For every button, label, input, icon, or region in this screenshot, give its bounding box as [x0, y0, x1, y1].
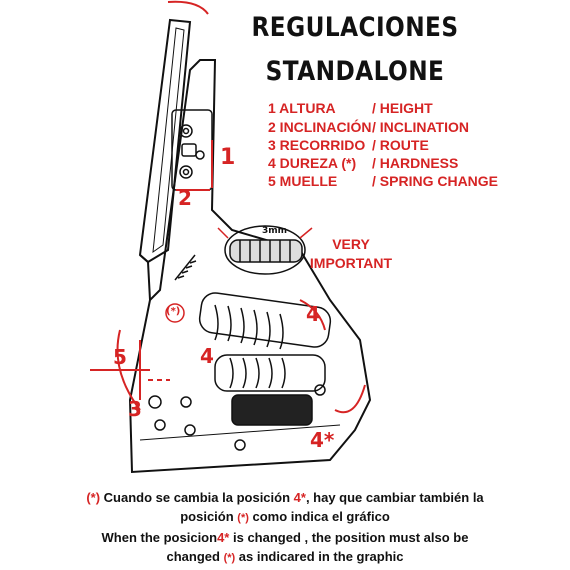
note-en-mark: (*)	[223, 552, 236, 564]
note-es-text2: , hay que cambiar también la	[305, 490, 484, 505]
legend-es: 5 MUELLE	[268, 173, 338, 189]
spring-damper	[198, 292, 332, 426]
legend-es: 2 INCLINACIÓN	[268, 119, 372, 135]
legend-es: 1 ALTURA	[268, 100, 336, 116]
label-3: 3	[128, 397, 142, 421]
callout-very-important: VERY IMPORTANT	[306, 235, 396, 273]
note-es-text4: como indica el gráfico	[248, 509, 390, 524]
legend-es: 3 RECORRIDO	[268, 137, 366, 153]
legend-en: / HARDNESS	[372, 155, 459, 171]
legend-row: 4 DUREZA (*) / HARDNESS	[268, 155, 458, 171]
label-4star: 4*	[310, 428, 335, 452]
note-es-pos: 4*	[293, 490, 306, 505]
legend-en: / SPRING CHANGE	[372, 173, 499, 189]
legend-en: / INCLINATION	[372, 119, 469, 135]
label-2: 2	[178, 186, 192, 210]
legend-row: 3 RECORRIDO / ROUTE	[268, 137, 429, 153]
callout-spring	[217, 225, 313, 275]
note-es-text1: Cuando se cambia la posición	[100, 490, 294, 505]
note-en-text1: When the posicion	[101, 530, 218, 545]
legend-row: 5 MUELLE / SPRING CHANGE	[268, 173, 498, 189]
note-en-text4: as indicared in the graphic	[235, 549, 404, 564]
note-en-pos: 4*	[217, 530, 230, 545]
label-asterisk: (*)	[166, 306, 181, 317]
pedal-arm	[138, 18, 192, 301]
base-holes	[148, 384, 326, 451]
page-title: REGULACIONES	[251, 12, 459, 43]
note-en-text2: is changed , the position must also be	[229, 530, 469, 545]
note-en-line1: When the posicion4* is changed , the pos…	[0, 528, 570, 548]
note-en-line2: changed (*) as indicared in the graphic	[0, 547, 570, 568]
legend-row: 1 ALTURA / HEIGHT	[268, 100, 433, 116]
note-es-line2: posición (*) como indica el gráfico	[0, 507, 570, 528]
legend-en: / HEIGHT	[372, 100, 433, 116]
callout-measure: 3mm	[262, 226, 288, 236]
note-es-mark2: (*)	[237, 512, 249, 524]
adjust-screw	[165, 254, 197, 323]
callout-line1: VERY	[332, 236, 370, 252]
legend-en: / ROUTE	[372, 137, 429, 153]
note-es-mark: (*)	[86, 490, 101, 505]
note-en-text3: changed	[166, 549, 224, 564]
callout-line2: IMPORTANT	[309, 255, 393, 271]
legend-row: 2 INCLINACIÓN/ INCLINATION	[268, 119, 469, 135]
note-es-line1: (*) Cuando se cambia la posición 4*, hay…	[0, 488, 570, 508]
legend-es: 4 DUREZA (*)	[268, 155, 357, 171]
label-5: 5	[113, 345, 127, 369]
label-1: 1	[220, 145, 236, 170]
red-arrows	[90, 0, 366, 414]
note-es-text3: posición	[180, 509, 238, 524]
label-4a: 4	[200, 344, 214, 368]
page-subtitle: STANDALONE	[265, 56, 445, 87]
label-4b: 4	[306, 302, 320, 326]
base-plate	[128, 59, 372, 474]
